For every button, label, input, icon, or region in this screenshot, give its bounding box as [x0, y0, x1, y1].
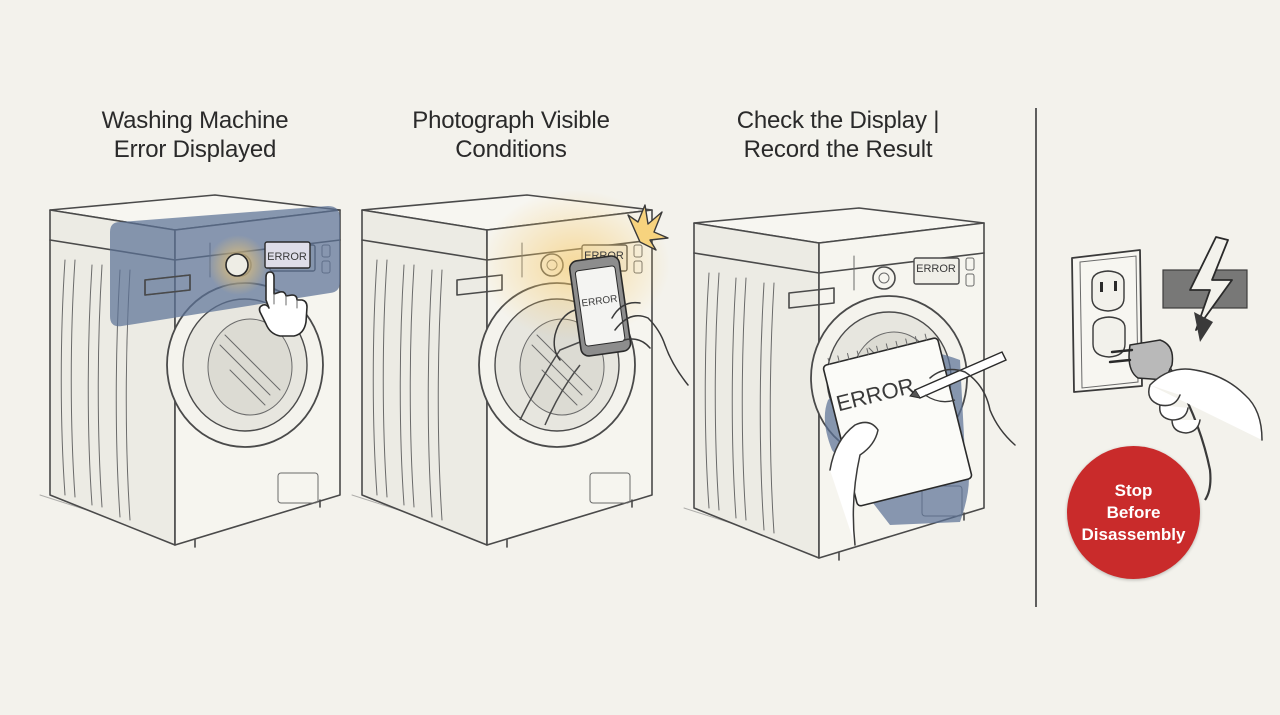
step-1-caption: Washing Machine Error Displayed — [45, 106, 345, 164]
washer-panel-2: ERROR ERROR — [351, 190, 689, 548]
step-2-caption: Photograph Visible Conditions — [361, 106, 661, 164]
flash-burst-icon — [627, 204, 669, 251]
step-1-line-1: Washing Machine — [101, 107, 289, 134]
step-2-line-1: Photograph Visible — [412, 107, 610, 134]
step-3-caption: Check the Display | Record the Result — [688, 106, 988, 164]
phone-camera-icon: ERROR — [568, 255, 632, 357]
washer-panel-1: ERROR — [39, 194, 341, 548]
display-error-text-1: ERROR — [267, 251, 307, 263]
step-1-line-2: Error Displayed — [113, 136, 277, 163]
step-3-line-2: Record the Result — [743, 136, 933, 163]
washer-panel-3: ERROR ERROR — [683, 207, 1016, 561]
display-error-text-3: ERROR — [916, 263, 956, 275]
lightning-bolt-icon — [1162, 236, 1248, 342]
pencil-icon — [909, 351, 1007, 399]
notepad-icon: ERROR — [822, 333, 973, 507]
pointing-hand-icon — [258, 271, 308, 337]
power-outlet-icon — [1071, 249, 1143, 393]
plug-icon — [1108, 339, 1263, 501]
phone-error-text: ERROR — [581, 294, 618, 310]
stop-line-3: Disassembly — [1081, 524, 1186, 544]
stop-line-1: Stop — [1114, 480, 1153, 500]
stop-line-2: Before — [1106, 502, 1161, 522]
stop-before-disassembly-badge: Stop Before Disassembly — [1067, 446, 1200, 579]
step-2-line-2: Conditions — [455, 136, 567, 163]
step-3-line-1: Check the Display | — [736, 107, 940, 134]
